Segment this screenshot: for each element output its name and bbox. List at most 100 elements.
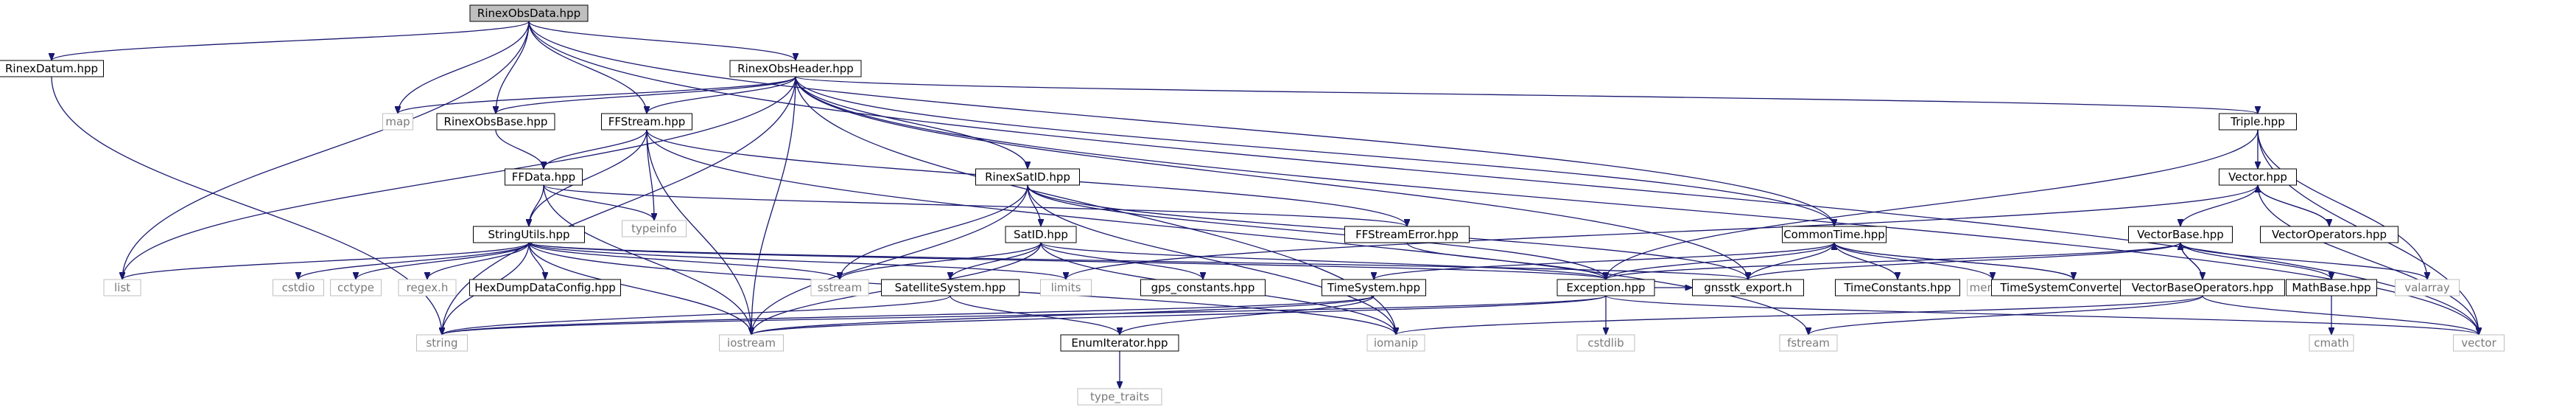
- node-box[interactable]: [2453, 334, 2505, 352]
- edge-RinexObsData-to-RinexDatum: [52, 21, 530, 61]
- node-gps_constants[interactable]: gps_constants.hpp: [1140, 279, 1266, 296]
- node-Exception[interactable]: Exception.hpp: [1557, 279, 1655, 296]
- edge-VectorBase-to-MathBase: [2180, 242, 2331, 280]
- node-SatelliteSystem[interactable]: SatelliteSystem.hpp: [881, 279, 1019, 296]
- edge-RinexSatID-to-iomanip: [1027, 184, 1396, 335]
- edge-RinexObsData-to-vector: [528, 21, 2479, 335]
- node-FFData[interactable]: FFData.hpp: [505, 168, 583, 186]
- edge-VectorBase-to-Exception: [1606, 242, 2181, 280]
- node-SatID[interactable]: SatID.hpp: [1005, 226, 1077, 243]
- node-box[interactable]: [1366, 334, 1425, 352]
- node-typeinfo[interactable]: typeinfo: [622, 220, 687, 237]
- edge-FFStream-to-StringUtils: [529, 129, 647, 226]
- node-StringUtils[interactable]: StringUtils.hpp: [473, 226, 585, 243]
- node-box[interactable]: [330, 279, 382, 296]
- node-box[interactable]: [0, 60, 104, 77]
- node-box[interactable]: [1140, 279, 1266, 296]
- node-box[interactable]: [1060, 334, 1179, 352]
- node-box[interactable]: [2219, 168, 2297, 186]
- node-box[interactable]: [719, 334, 784, 352]
- node-string[interactable]: string: [416, 334, 468, 352]
- node-VectorBaseOperators[interactable]: VectorBaseOperators.hpp: [2120, 279, 2285, 296]
- node-cstdlib[interactable]: cstdlib: [1576, 334, 1635, 352]
- node-limits[interactable]: limits: [1040, 279, 1092, 296]
- node-box[interactable]: [729, 60, 862, 77]
- node-box[interactable]: [2120, 279, 2285, 296]
- node-TimeSystem[interactable]: TimeSystem.hpp: [1322, 279, 1426, 296]
- node-cstdio[interactable]: cstdio: [273, 279, 324, 296]
- node-VectorOperators[interactable]: VectorOperators.hpp: [2260, 226, 2398, 243]
- node-box[interactable]: [2260, 226, 2398, 243]
- node-label: RinexSatID.hpp: [985, 170, 1070, 184]
- node-box[interactable]: [1322, 279, 1426, 296]
- node-RinexSatID[interactable]: RinexSatID.hpp: [975, 168, 1080, 186]
- node-box[interactable]: [2286, 279, 2377, 296]
- node-box[interactable]: [1005, 226, 1077, 243]
- node-FFStreamError[interactable]: FFStreamError.hpp: [1344, 226, 1470, 243]
- node-box[interactable]: [505, 168, 583, 186]
- node-valarray[interactable]: valarray: [2395, 279, 2460, 296]
- node-box[interactable]: [1692, 279, 1804, 296]
- node-type_traits[interactable]: type_traits: [1077, 388, 1162, 406]
- node-RinexObsBase[interactable]: RinexObsBase.hpp: [436, 113, 555, 131]
- node-cctype[interactable]: cctype: [330, 279, 382, 296]
- node-FFStream[interactable]: FFStream.hpp: [601, 113, 692, 131]
- node-RinexObsHeader[interactable]: RinexObsHeader.hpp: [729, 60, 862, 77]
- node-box[interactable]: [273, 279, 324, 296]
- node-Enumiterator[interactable]: EnumIterator.hpp: [1060, 334, 1179, 352]
- node-map[interactable]: map: [382, 113, 413, 131]
- node-box[interactable]: [2395, 279, 2460, 296]
- node-box[interactable]: [473, 226, 585, 243]
- node-box[interactable]: [1835, 279, 1960, 296]
- node-gnsstk_export[interactable]: gnsstk_export.h: [1692, 279, 1804, 296]
- edge-RinexObsData-to-CommonTime: [528, 21, 1834, 226]
- node-RinexDatum[interactable]: RinexDatum.hpp: [0, 60, 104, 77]
- node-fstream[interactable]: fstream: [1779, 334, 1838, 352]
- node-box[interactable]: [975, 168, 1080, 186]
- node-box[interactable]: [1077, 388, 1162, 406]
- node-box[interactable]: [601, 113, 692, 131]
- node-TimeSystemConverter[interactable]: TimeSystemConverter.hpp: [1991, 279, 2156, 296]
- node-iomanip[interactable]: iomanip: [1366, 334, 1425, 352]
- edge-RinexObsHeader-to-gnsstk_export: [795, 76, 1748, 280]
- node-box[interactable]: [1779, 334, 1838, 352]
- node-box[interactable]: [469, 279, 621, 296]
- edge-FFData-to-FFStreamError: [543, 184, 1407, 227]
- node-TimeConstants[interactable]: TimeConstants.hpp: [1835, 279, 1960, 296]
- node-label: string: [426, 336, 457, 350]
- node-vector[interactable]: vector: [2453, 334, 2505, 352]
- node-Triple[interactable]: Triple.hpp: [2219, 113, 2297, 131]
- node-box[interactable]: [1576, 334, 1635, 352]
- node-box[interactable]: [2219, 113, 2297, 131]
- node-box[interactable]: [1040, 279, 1092, 296]
- node-box[interactable]: [1782, 226, 1887, 243]
- edge-FFData-to-iostream: [543, 184, 751, 335]
- node-box[interactable]: [1557, 279, 1655, 296]
- node-box[interactable]: [382, 113, 413, 131]
- node-MathBase[interactable]: MathBase.hpp: [2286, 279, 2377, 296]
- node-label: FFStream.hpp: [608, 115, 686, 128]
- node-box[interactable]: [436, 113, 555, 131]
- node-box[interactable]: [881, 279, 1019, 296]
- node-box[interactable]: [398, 279, 457, 296]
- node-box[interactable]: [469, 4, 589, 22]
- node-box[interactable]: [810, 279, 869, 296]
- node-box[interactable]: [1344, 226, 1470, 243]
- node-regexh[interactable]: regex.h: [398, 279, 457, 296]
- node-Vector[interactable]: Vector.hpp: [2219, 168, 2297, 186]
- node-RinexObsData[interactable]: RinexObsData.hpp: [469, 4, 589, 22]
- node-iostream[interactable]: iostream: [719, 334, 784, 352]
- edge-CommonTime-to-Exception: [1606, 242, 1835, 280]
- node-box[interactable]: [103, 279, 141, 296]
- node-box[interactable]: [2309, 334, 2354, 352]
- edge-TimeSystem-to-Enumiterator: [1120, 295, 1375, 336]
- node-box[interactable]: [622, 220, 687, 237]
- node-box[interactable]: [416, 334, 468, 352]
- node-list[interactable]: list: [103, 279, 141, 296]
- node-cmath[interactable]: cmath: [2309, 334, 2354, 352]
- node-box[interactable]: [2128, 226, 2233, 243]
- node-CommonTime[interactable]: CommonTime.hpp: [1782, 226, 1887, 243]
- node-sstream[interactable]: sstream: [810, 279, 869, 296]
- node-VectorBase[interactable]: VectorBase.hpp: [2128, 226, 2233, 243]
- node-HexDumpDataConfig[interactable]: HexDumpDataConfig.hpp: [469, 279, 621, 296]
